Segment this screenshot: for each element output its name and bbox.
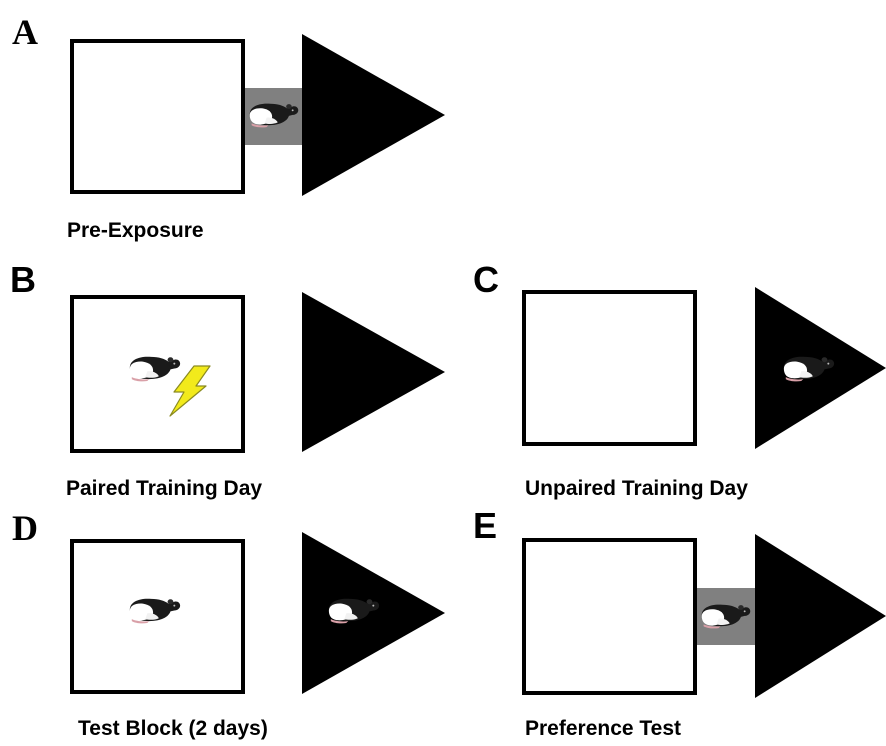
caption-pre-exposure: Pre-Exposure [67,219,204,242]
light-compartment-e [522,538,697,695]
panel-letter-a: A [12,12,38,52]
caption-preference-test: Preference Test [525,717,682,740]
rat-icon [246,99,302,129]
panel-letter-d: D [12,508,38,548]
panel-letter-c: C [473,259,499,300]
panel-letter-b: B [10,259,36,300]
dark-compartment-e [755,534,886,698]
dark-compartment-d [302,532,445,694]
rat-icon [698,600,754,630]
rat-icon [126,594,184,625]
caption-unpaired-training-day: Unpaired Training Day [525,477,748,500]
lightning-bolt-icon [169,365,211,417]
dark-compartment-b [302,292,445,452]
light-compartment-a [70,39,245,194]
light-compartment-c [522,290,697,446]
rat-icon [325,594,383,625]
caption-test-block: Test Block (2 days) [78,717,268,740]
panel-letter-e: E [473,505,498,546]
dark-compartment-a [302,34,445,196]
caption-paired-training-day: Paired Training Day [66,477,263,500]
rat-icon [780,352,838,383]
